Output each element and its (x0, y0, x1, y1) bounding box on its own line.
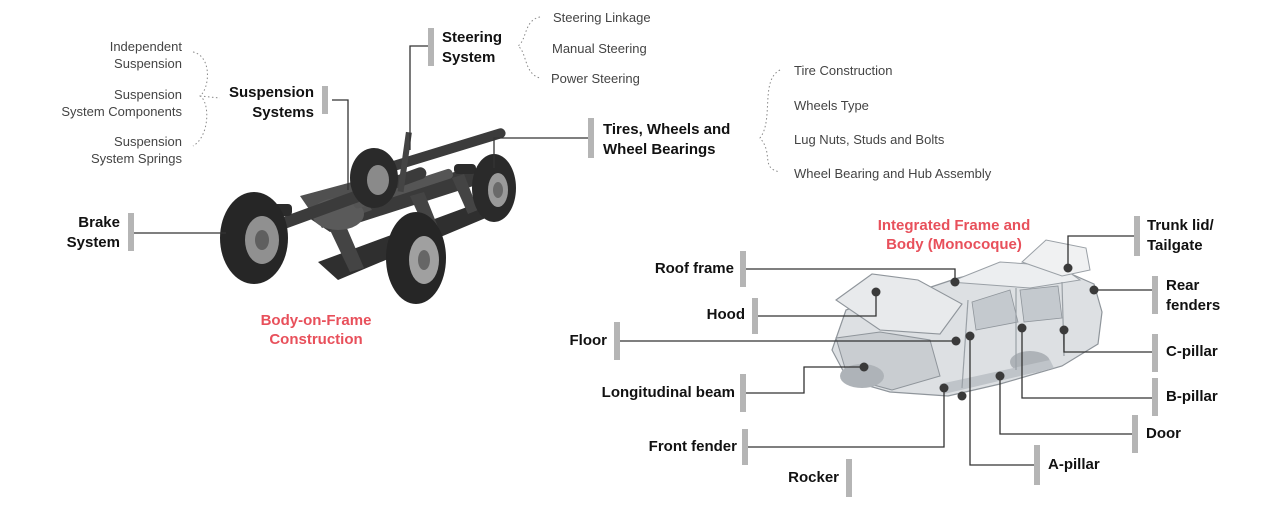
chassis-leader-lines (132, 45, 590, 234)
part-roof-frame: Roof frame (654, 260, 734, 277)
part-hood: Hood (706, 306, 745, 323)
part-a-pillar: A-pillar (1048, 456, 1100, 473)
tires-item-bearing-hub: Wheel Bearing and Hub Assembly (794, 166, 992, 181)
part-rear-fenders: Rear fenders (1166, 277, 1221, 314)
monocoque-callout-dots (859, 263, 1099, 401)
suspension-item-springs: Suspension System Springs (90, 134, 182, 166)
suspension-item-components: Suspension System Components (61, 87, 182, 119)
part-front-fender: Front fender (648, 438, 737, 455)
tires-item-lug-nuts: Lug Nuts, Studs and Bolts (794, 132, 945, 147)
front-right-tire (386, 212, 446, 304)
body-on-frame-caption: Body-on-Frame Construction (260, 312, 372, 348)
part-floor: Floor (569, 332, 608, 349)
suspension-item-independent: Independent Suspension (109, 39, 182, 71)
rear-left-tire (350, 148, 398, 208)
part-longitudinal-beam: Longitudinal beam (601, 384, 735, 401)
part-door: Door (1146, 425, 1181, 442)
part-b-pillar: B-pillar (1166, 388, 1218, 405)
tires-item-wheels-type: Wheels Type (794, 98, 869, 113)
chassis-markers (128, 28, 594, 251)
monocoque-illustration (831, 239, 1103, 397)
monocoque-markers (614, 216, 1158, 497)
steering-item-power: Power Steering (551, 71, 640, 86)
tires-item-construction: Tire Construction (794, 63, 893, 78)
suspension-systems-label: Suspension Systems (228, 84, 314, 121)
steering-system-label: Steering System (442, 29, 503, 66)
part-trunk-lid-tailgate: Trunk lid/ Tailgate (1147, 217, 1214, 254)
chassis-illustration (220, 128, 516, 304)
sub-item-braces (192, 16, 781, 173)
brake-system-label: Brake System (66, 214, 120, 251)
monocoque-caption: Integrated Frame and Body (Monocoque) (877, 217, 1031, 253)
rear-right-tire (472, 154, 516, 222)
front-left-tire (220, 192, 288, 284)
steering-item-linkage: Steering Linkage (553, 10, 651, 25)
monocoque-leader-lines (618, 235, 1154, 466)
part-c-pillar: C-pillar (1166, 343, 1218, 360)
steering-item-manual: Manual Steering (552, 41, 647, 56)
tires-wheels-label: Tires, Wheels and Wheel Bearings (603, 121, 731, 158)
part-rocker: Rocker (788, 469, 839, 486)
